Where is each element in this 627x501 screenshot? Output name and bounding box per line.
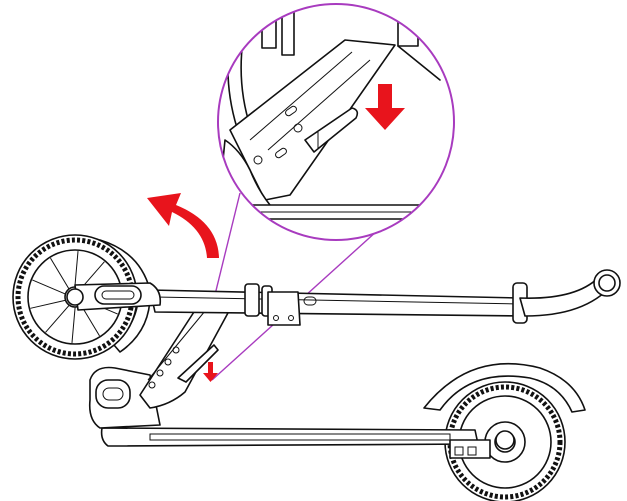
down-arrow-icon [203, 362, 218, 382]
rear-fender [423, 362, 586, 413]
curved-arrow-counterclockwise-icon [147, 193, 219, 258]
wheel-spoke [50, 257, 70, 290]
wheel-spoke [74, 251, 79, 288]
front-wheel-assembly [12, 234, 162, 360]
folded-stem [149, 269, 621, 326]
wheel-spoke [32, 279, 66, 295]
wheel-spoke [71, 306, 76, 343]
wheel-spoke [45, 304, 70, 333]
folding-mechanism [88, 294, 236, 429]
zoom-detail [217, 3, 455, 241]
deck-platform [100, 427, 479, 447]
wheel-spoke [30, 299, 66, 309]
rear-deck-assembly [100, 362, 586, 501]
down-arrow-icon [365, 84, 405, 130]
